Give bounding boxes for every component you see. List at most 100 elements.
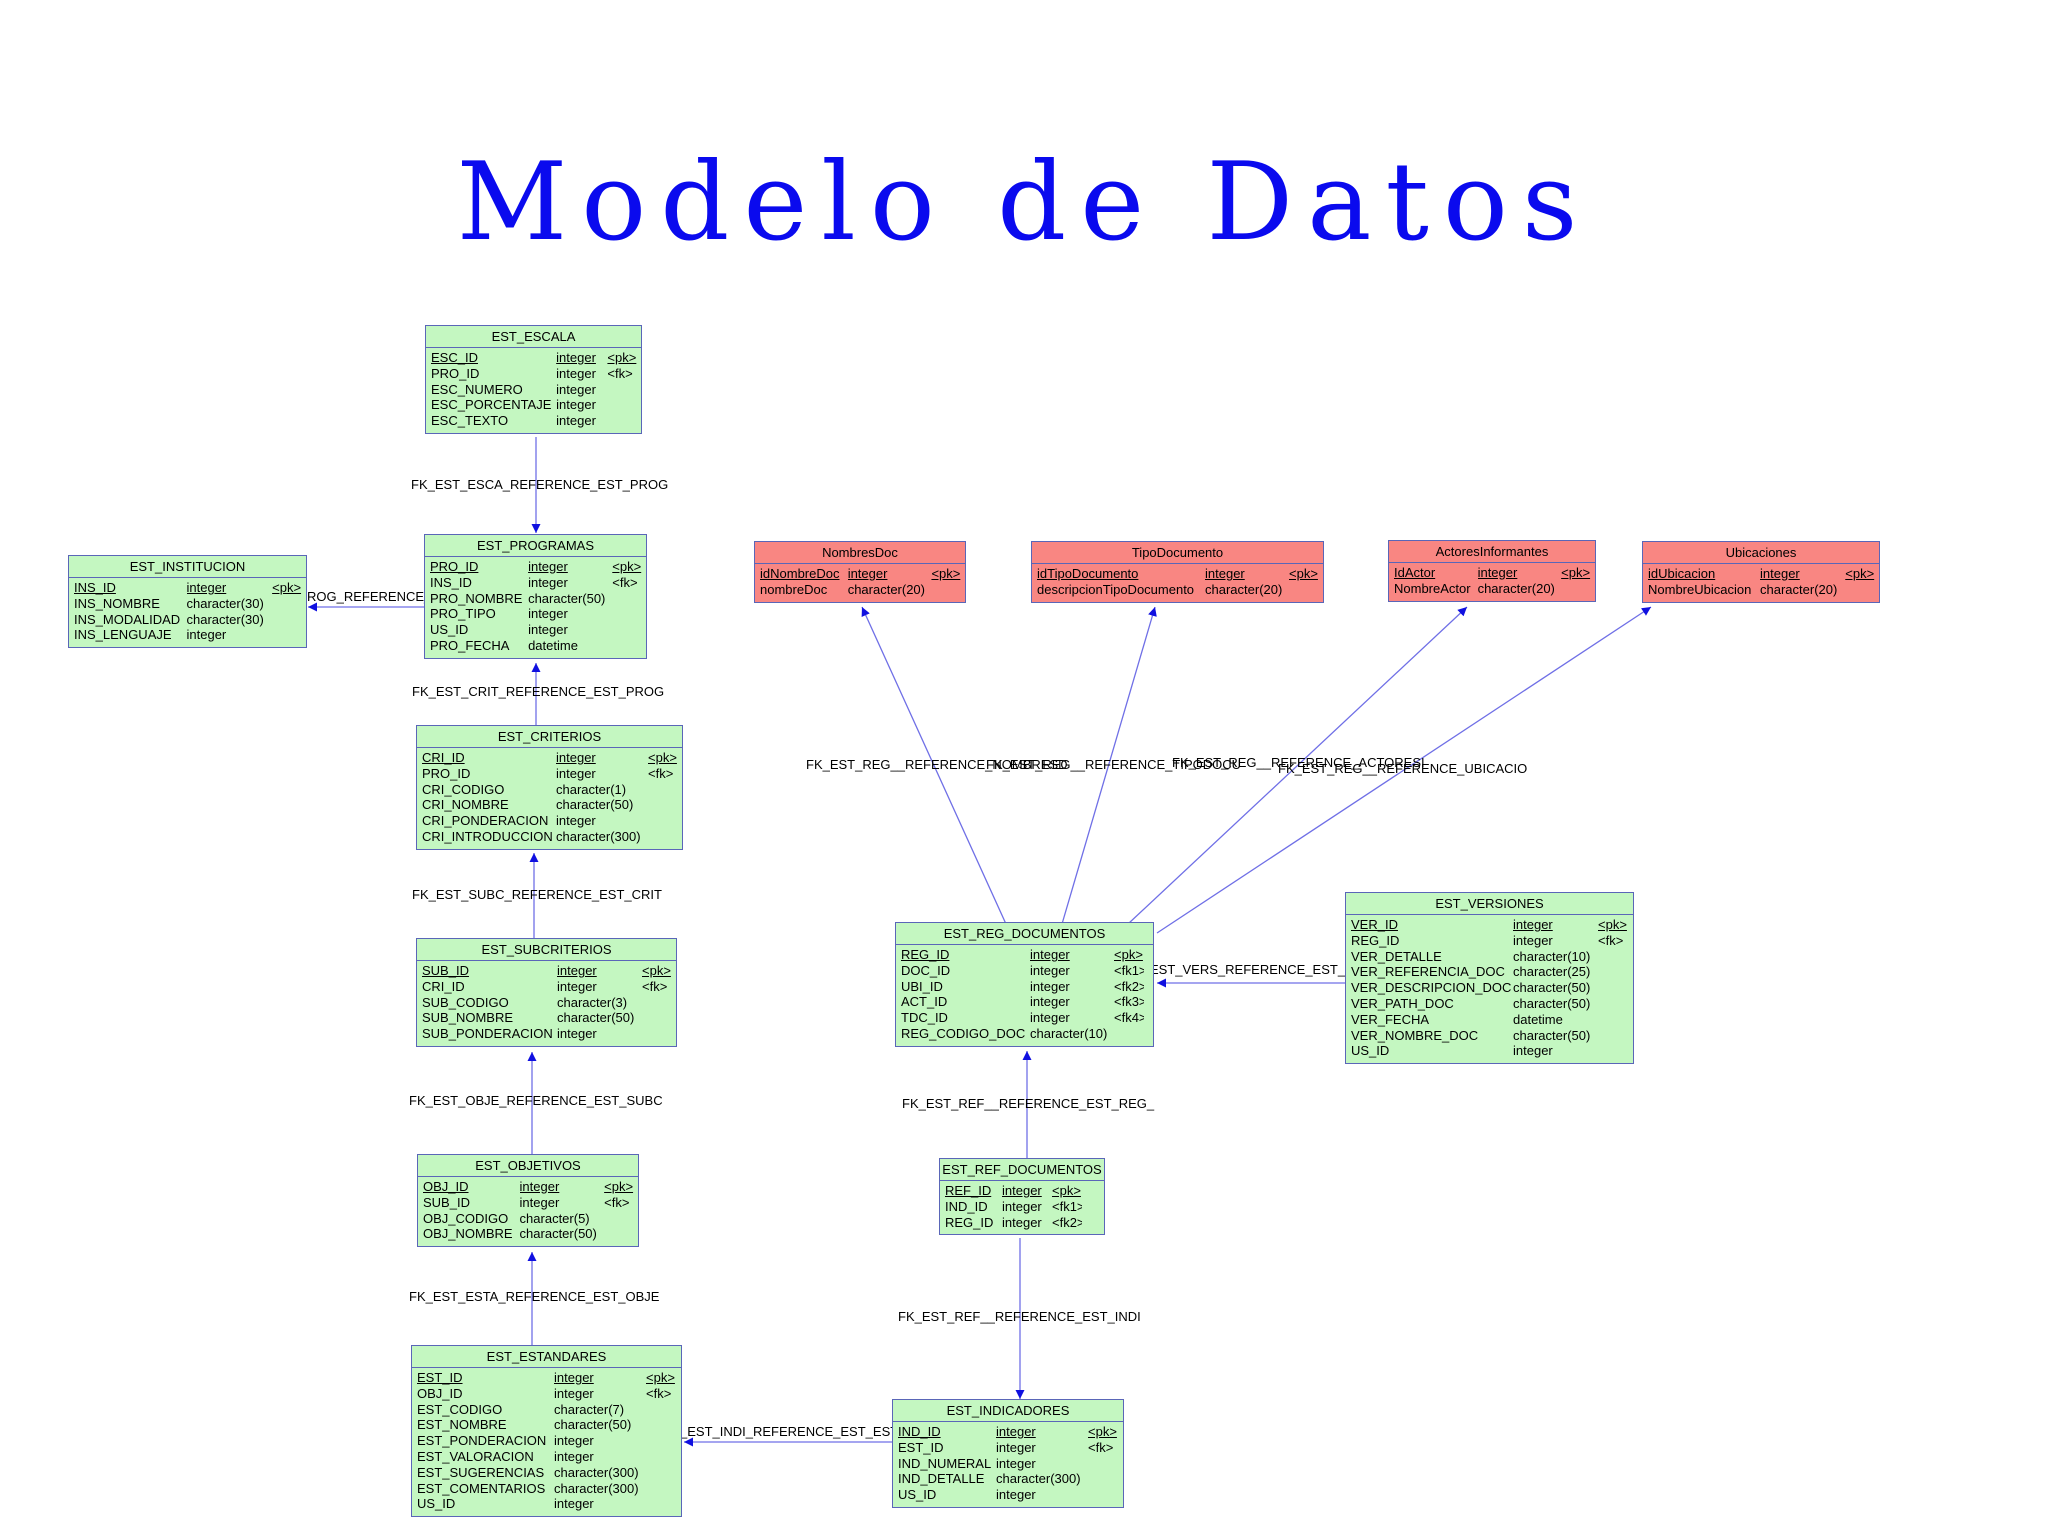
column-type: datetime [1513, 1011, 1563, 1027]
column-type: integer [528, 606, 568, 622]
column-name: PRO_ID [430, 559, 479, 574]
column-key: <pk> [642, 963, 671, 978]
column-name: INS_NOMBRE [74, 595, 160, 611]
column-key [607, 413, 637, 429]
column-name: REG_ID [945, 1214, 994, 1230]
column-key: <pk> [1598, 917, 1627, 932]
column-type: integer [1205, 566, 1245, 581]
column-key [612, 606, 642, 622]
column-type: integer [1030, 947, 1070, 962]
column-name: EST_SUGERENCIAS [417, 1464, 545, 1480]
column-key [1088, 1471, 1118, 1487]
column-name: VER_PATH_DOC [1351, 995, 1454, 1011]
column-name: VER_REFERENCIA_DOC [1351, 964, 1505, 980]
column-name: EST_VALORACION [417, 1448, 534, 1464]
column-type: integer [1513, 917, 1553, 932]
column-name: CRI_ID [422, 978, 465, 994]
column-type: character(300) [554, 1480, 639, 1496]
column-name: PRO_FECHA [430, 637, 510, 653]
column-type: integer [1030, 1010, 1070, 1026]
column-name: PRO_ID [422, 765, 471, 781]
rel-label-reg-tipo: FK_EST_REG__REFERENCE_TIPODOCU [986, 757, 1242, 772]
column-name: idUbicacion [1648, 566, 1716, 581]
column-type: integer [1513, 1043, 1553, 1059]
column-row: EST_COMENTARIOS character(300) [417, 1481, 677, 1497]
column-name: idNombreDoc [760, 566, 840, 581]
column-name: ESC_NUMERO [431, 381, 523, 397]
column-name: CRI_ID [422, 750, 465, 765]
column-name: INS_ID [430, 574, 472, 590]
column-name: EST_COMENTARIOS [417, 1480, 546, 1496]
column-name: descripcionTipoDocumento [1037, 581, 1195, 597]
column-type: integer [519, 1194, 560, 1210]
column-name: ESC_ID [431, 350, 478, 365]
column-key: <fk> [648, 765, 674, 781]
column-name: SUB_NOMBRE [422, 1010, 514, 1026]
column-type: character(5) [519, 1210, 590, 1226]
column-key: <pk> [1289, 566, 1318, 581]
column-type: integer [996, 1455, 1036, 1471]
column-key: <fk> [642, 978, 668, 994]
column-type: character(300) [996, 1471, 1081, 1487]
table-name: EST_OBJETIVOS [418, 1155, 638, 1177]
column-key: <pk> [646, 1370, 675, 1385]
rel-label-esta-obje: FK_EST_ESTA_REFERENCE_EST_OBJE [409, 1289, 660, 1304]
column-key: <pk> [1052, 1183, 1081, 1198]
column-type: integer [847, 566, 888, 581]
column-key [646, 1433, 676, 1449]
column-type: integer [554, 1433, 594, 1449]
column-name: REF_ID [945, 1183, 992, 1198]
column-type: character(30) [186, 595, 264, 611]
column-name: SUB_PONDERACION [422, 1026, 553, 1042]
rel-label-obje-subc: FK_EST_OBJE_REFERENCE_EST_SUBC [409, 1093, 663, 1108]
column-key: <fk3> [1114, 994, 1144, 1010]
table-name: EST_PROGRAMAS [425, 535, 646, 557]
column-key [648, 813, 678, 829]
column-type: character(50) [1513, 980, 1591, 996]
column-type: datetime [528, 637, 578, 653]
line-reg-ubic [1156, 606, 1652, 934]
column-key: <fk> [646, 1385, 672, 1401]
column-name: IND_NUMERAL [898, 1455, 992, 1471]
column-name: REG_CODIGO_DOC [901, 1025, 1026, 1041]
column-type: character(50) [1513, 995, 1591, 1011]
column-type: integer [996, 1487, 1036, 1503]
column-key [1561, 581, 1591, 597]
column-name: DOC_ID [901, 962, 951, 978]
column-key [1598, 964, 1628, 980]
column-key [604, 1211, 634, 1227]
column-type: integer [556, 765, 596, 781]
column-name: OBJ_ID [417, 1385, 463, 1401]
